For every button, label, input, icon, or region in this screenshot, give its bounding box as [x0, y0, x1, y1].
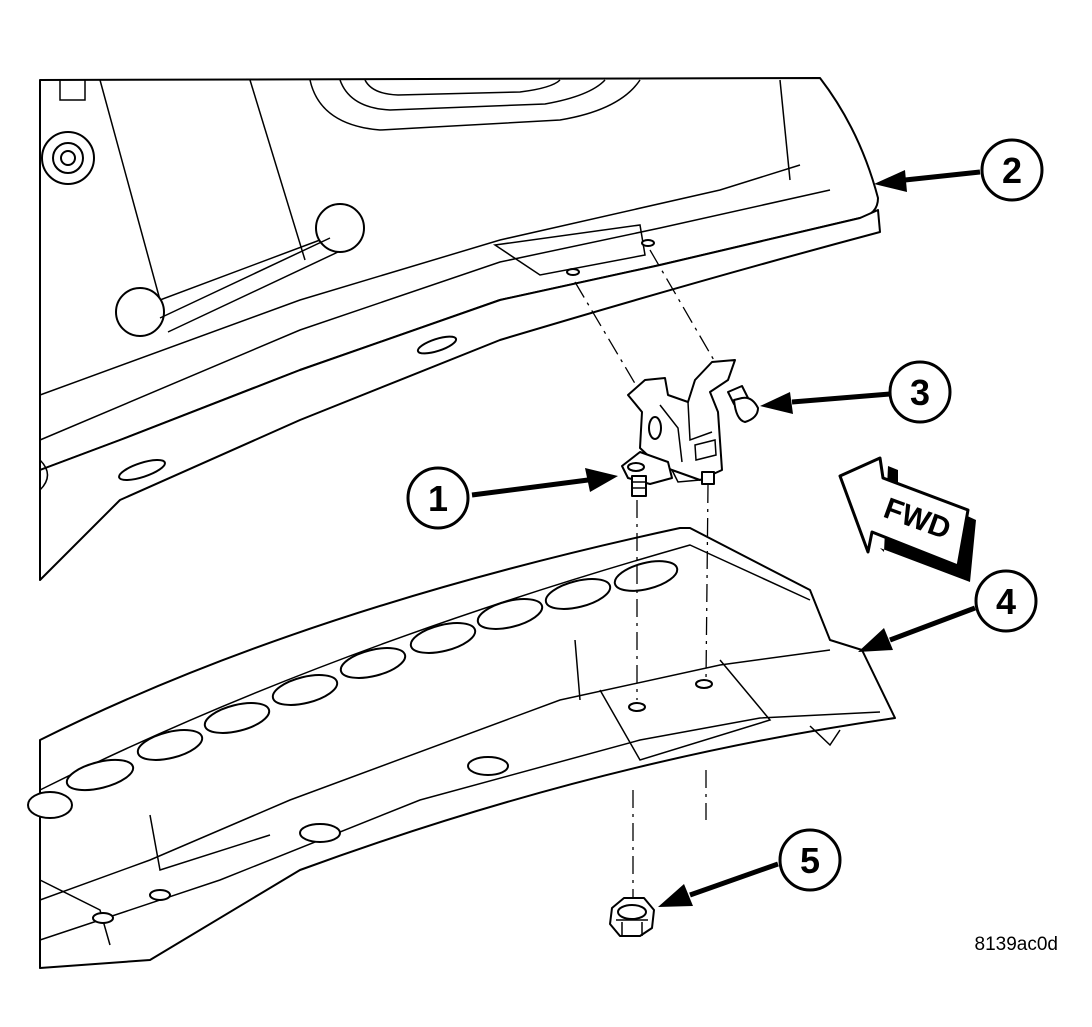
leader-arrow-4 — [858, 605, 976, 652]
callout-4: 4 — [974, 569, 1038, 633]
leader-arrow-5 — [658, 861, 779, 907]
bolt — [727, 385, 759, 423]
leader-arrows — [471, 169, 981, 907]
callout-1: 1 — [406, 466, 470, 530]
leader-arrow-1 — [471, 468, 618, 498]
roof-header-panel — [27, 527, 896, 969]
callout-3-label: 3 — [910, 372, 930, 413]
alignment-lines — [574, 249, 716, 905]
nut — [609, 897, 655, 937]
callout-1-label: 1 — [428, 478, 448, 519]
forward-direction-arrow: FWD — [838, 456, 976, 582]
callout-5: 5 — [778, 828, 842, 892]
callout-3: 3 — [888, 360, 952, 424]
callout-5-label: 5 — [800, 840, 820, 881]
callout-4-label: 4 — [996, 581, 1016, 622]
figure-id: 8139ac0d — [975, 934, 1058, 955]
callout-2-label: 2 — [1002, 150, 1022, 191]
liftgate-panel — [39, 77, 881, 581]
leader-arrow-3 — [760, 391, 891, 414]
leader-arrow-2 — [874, 169, 981, 192]
callout-2: 2 — [980, 138, 1044, 202]
hinge-bracket — [621, 359, 736, 497]
